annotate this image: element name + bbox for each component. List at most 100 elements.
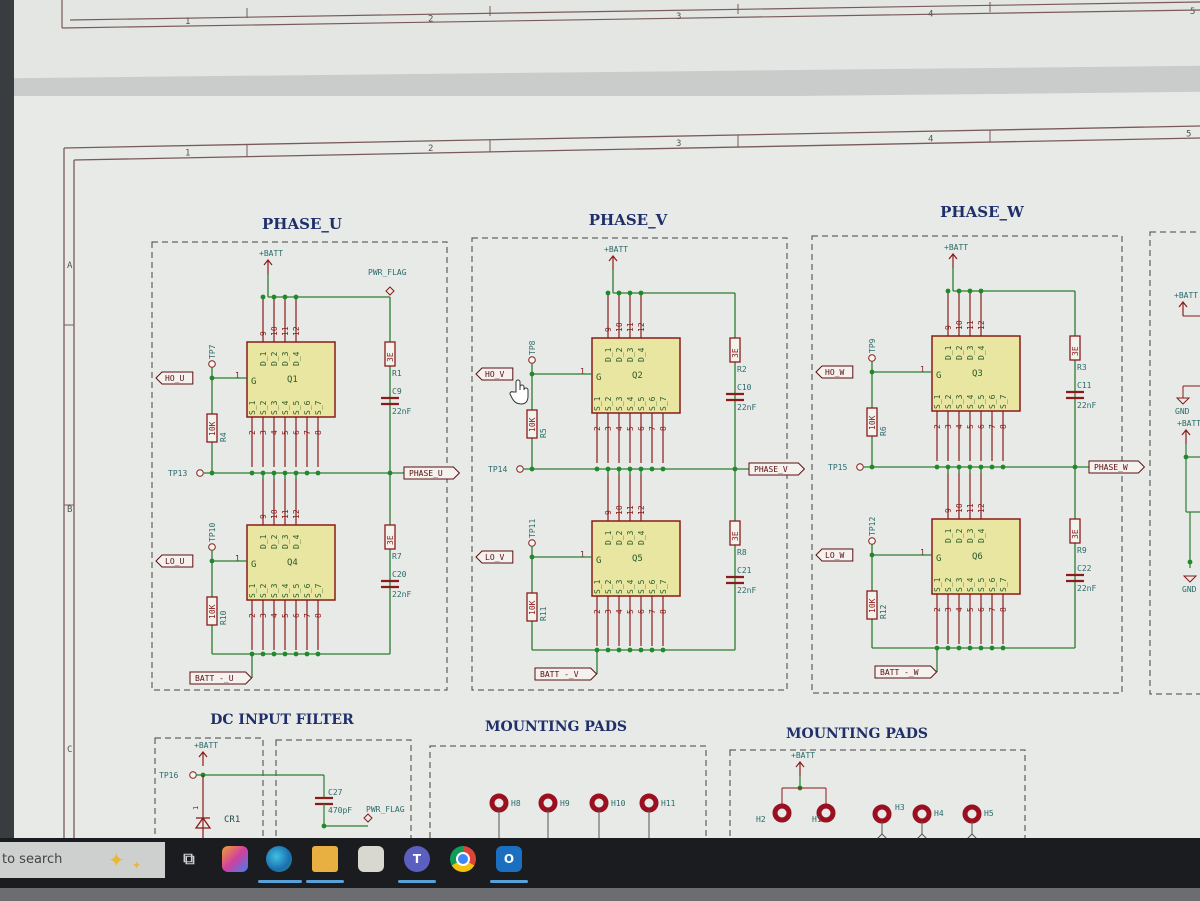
gate-input-label: HO_V <box>485 370 504 379</box>
teams-icon[interactable]: T <box>404 846 430 872</box>
junction-dot <box>209 470 215 476</box>
drain-pin-label: D_3 <box>626 347 635 362</box>
snubber-capacitor-value: 22nF <box>1077 401 1096 410</box>
test-point-label: TP16 <box>159 771 178 780</box>
mounting-pads-boundary <box>429 745 707 838</box>
pwr-flag-label: PWR_FLAG <box>368 268 407 277</box>
mounting-hole-icon <box>962 804 982 824</box>
source-pin-label: S_1 <box>248 583 257 598</box>
drain-pin-number: 12 <box>637 505 646 515</box>
explorer-running-indicator <box>306 880 344 883</box>
gate-input-label-shape <box>155 554 194 568</box>
source-pin-number: 7 <box>988 424 997 429</box>
power-label: +BATT <box>194 741 218 750</box>
diode-icon <box>194 816 212 829</box>
junction-dot <box>869 464 875 470</box>
drain-pin-number: 10 <box>615 322 624 332</box>
junction-dot <box>627 290 633 296</box>
microsoft-store-icon[interactable] <box>358 846 384 872</box>
drain-pin-number: 9 <box>259 514 268 519</box>
drain-pin-label: D_4 <box>292 351 301 366</box>
taskbar-search[interactable]: to search ✦ ✦ <box>0 842 165 878</box>
resistor-ref: R6 <box>879 426 888 436</box>
hand-cursor-icon <box>509 379 529 405</box>
edge-icon[interactable] <box>266 846 292 872</box>
source-pin-number: 3 <box>944 424 953 429</box>
phase-output-label-shape <box>1088 460 1146 474</box>
source-pin-number: 3 <box>604 609 613 614</box>
resistor-value: 10K <box>528 600 537 615</box>
task-view-icon[interactable]: ⧉ <box>183 849 195 868</box>
resistor-ref: R11 <box>539 606 548 621</box>
mounting-pads-title: MOUNTING PADS <box>485 719 627 735</box>
power-arrow-icon <box>1181 429 1191 436</box>
copilot-icon[interactable] <box>222 846 248 872</box>
file-explorer-icon[interactable] <box>312 846 338 872</box>
gate-pin-number: 1 <box>235 554 240 563</box>
column-number: 3 <box>676 139 681 149</box>
snubber-resistor <box>1069 335 1081 361</box>
drain-pin-label: D_3 <box>626 530 635 545</box>
junction-dot <box>978 288 984 294</box>
source-pin-number: 8 <box>314 613 323 618</box>
gate-resistor <box>866 590 878 620</box>
source-pin-number: 2 <box>933 607 942 612</box>
snubber-resistor-ref: R8 <box>737 548 747 557</box>
junction-dot <box>304 470 310 476</box>
snubber-resistor <box>729 520 741 546</box>
source-pin-number: 4 <box>615 426 624 431</box>
row-letter: A <box>67 261 73 271</box>
drain-pin-label: D_2 <box>955 528 964 543</box>
mounting-hole-icon <box>872 804 892 824</box>
gate-resistor <box>526 409 538 439</box>
snubber-resistor-ref: R7 <box>392 552 402 561</box>
gate-label: G <box>596 556 601 566</box>
chrome-icon[interactable] <box>450 846 476 872</box>
source-pin-number: 5 <box>281 430 290 435</box>
ground-icon <box>917 833 927 838</box>
power-label: +BATT <box>1174 291 1198 300</box>
source-pin-label: S_2 <box>259 400 268 415</box>
drain-pin-label: D_3 <box>966 345 975 360</box>
resistor-value: 10K <box>208 421 217 436</box>
test-point-icon <box>196 469 204 477</box>
gate-input-label-shape <box>815 548 854 562</box>
junction-dot <box>934 464 940 470</box>
mosfet-ref: Q2 <box>632 371 643 381</box>
mounting-pad-ref: H3 <box>895 803 905 812</box>
drain-pin-label: D_2 <box>270 534 279 549</box>
source-pin-label: S_5 <box>292 583 301 598</box>
outlook-icon[interactable]: O <box>496 846 522 872</box>
snubber-capacitor-ref: C9 <box>392 387 402 396</box>
test-point-icon <box>528 356 536 364</box>
gate-input-label: LO_V <box>485 553 504 562</box>
resistor-value: 10K <box>868 415 877 430</box>
filter-capacitor-value: 470pF <box>328 806 352 815</box>
snubber-resistor-ref: R2 <box>737 365 747 374</box>
resistor-value: 10K <box>208 604 217 619</box>
snubber-capacitor-value: 22nF <box>392 407 411 416</box>
test-point-label: TP15 <box>828 463 847 472</box>
test-point-label: TP10 <box>208 523 217 542</box>
junction-dot <box>1000 464 1006 470</box>
source-pin-label: S_1 <box>933 394 942 409</box>
resistor-value: 3E <box>1071 346 1080 356</box>
source-pin-label: S_4 <box>626 396 635 411</box>
gate-pin-number: 1 <box>920 365 925 374</box>
source-pin-number: 6 <box>637 609 646 614</box>
gate-resistor <box>206 413 218 443</box>
row-letter: C <box>67 745 72 755</box>
snubber-capacitor-value: 22nF <box>392 590 411 599</box>
source-pin-number: 7 <box>303 430 312 435</box>
source-pin-number: 4 <box>955 424 964 429</box>
drain-pin-number: 10 <box>955 503 964 513</box>
source-pin-number: 4 <box>270 430 279 435</box>
resistor-value: 10K <box>528 417 537 432</box>
gate-input-label: HO_W <box>825 368 844 377</box>
source-pin-number: 4 <box>615 609 624 614</box>
snubber-resistor <box>1069 518 1081 544</box>
source-pin-number: 2 <box>933 424 942 429</box>
source-pin-number: 6 <box>292 430 301 435</box>
